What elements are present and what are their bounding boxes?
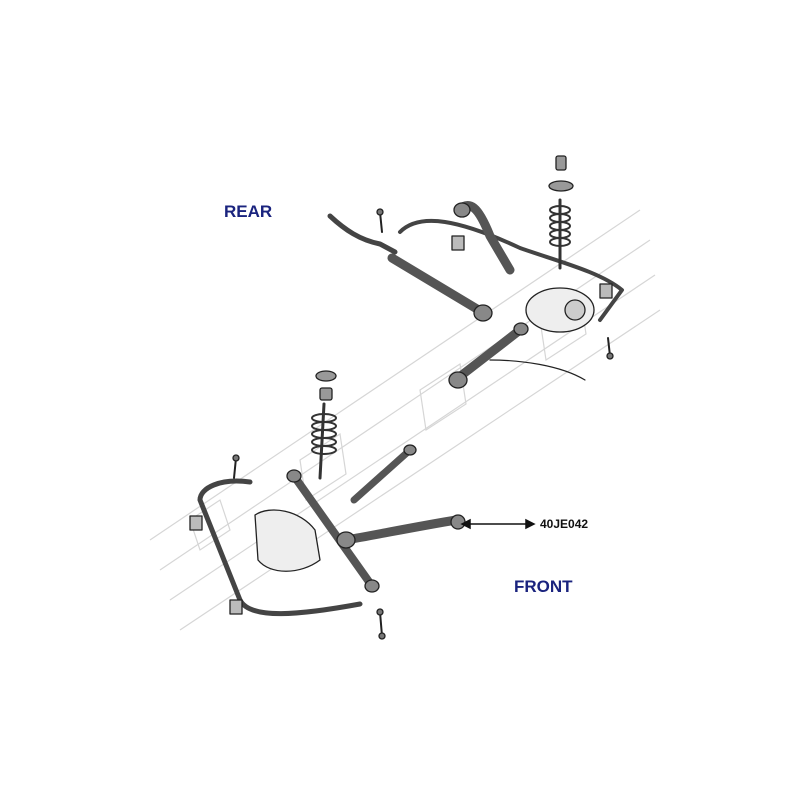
rear-differential xyxy=(525,287,595,333)
rear-stabilizer-bar xyxy=(327,213,398,255)
part-number-label: 40JE042 xyxy=(540,517,589,531)
rear-bump-stop xyxy=(555,155,567,171)
front-label: FRONT xyxy=(514,577,573,596)
front-bump-stop xyxy=(319,387,333,401)
rear-spring-seat xyxy=(548,180,574,192)
front-assembly xyxy=(189,370,466,640)
front-end-link xyxy=(379,611,383,637)
front-coil-spring xyxy=(311,402,337,480)
rear-assembly xyxy=(327,155,624,389)
front-spring-seat xyxy=(315,370,337,382)
front-upper-arm xyxy=(350,446,414,504)
rear-lower-arm xyxy=(453,325,525,383)
front-axle-housing xyxy=(254,509,321,572)
rear-label: REAR xyxy=(224,202,273,221)
part-callout-arrow xyxy=(460,518,536,530)
rear-track-bar xyxy=(387,253,487,317)
front-lower-control-arm xyxy=(341,515,461,545)
rear-stabilizer-bar-right xyxy=(398,219,624,322)
rear-coil-spring xyxy=(549,198,571,270)
front-track-bar xyxy=(290,472,376,590)
